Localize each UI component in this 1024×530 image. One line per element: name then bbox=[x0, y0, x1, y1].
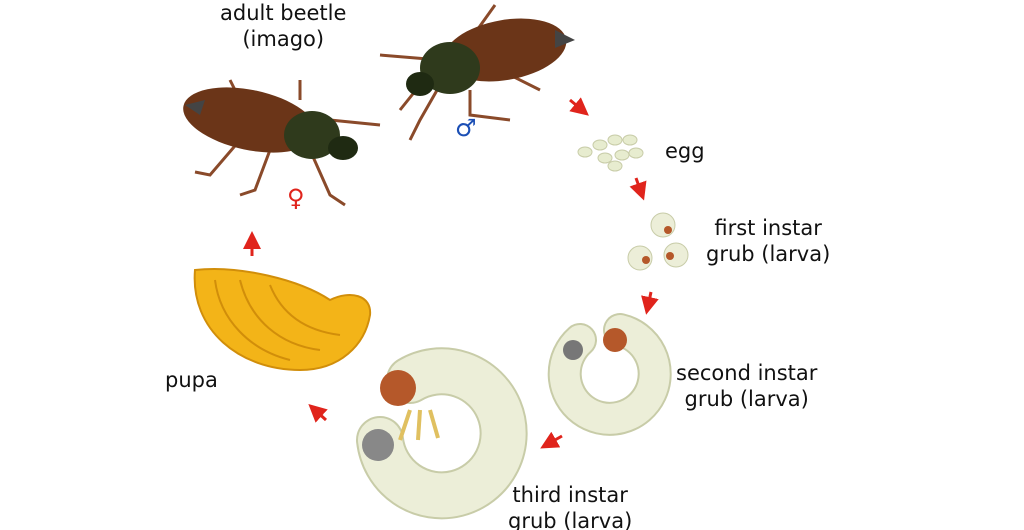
first-instar-grub-image bbox=[627, 212, 689, 271]
label-second-line2: grub (larva) bbox=[684, 387, 809, 411]
label-adult-line1: adult beetle bbox=[220, 1, 347, 25]
label-first-instar: first instar grub (larva) bbox=[706, 215, 830, 267]
label-third-line1: third instar bbox=[512, 483, 628, 507]
eggs-image bbox=[577, 134, 644, 172]
cycle-arrows bbox=[243, 97, 659, 449]
arrow-adult-to-egg bbox=[569, 97, 589, 116]
arrow-egg-to-first bbox=[629, 177, 647, 201]
male-symbol: ♂ bbox=[455, 114, 477, 142]
female-beetle-image bbox=[183, 79, 381, 207]
pupa-image bbox=[193, 268, 372, 372]
label-second-line1: second instar bbox=[676, 361, 818, 385]
second-instar-grub-image bbox=[547, 313, 672, 436]
female-symbol: ♀ bbox=[287, 184, 305, 212]
male-beetle-image bbox=[379, 4, 575, 141]
label-pupa: pupa bbox=[165, 368, 218, 392]
third-instar-grub-image bbox=[356, 347, 528, 520]
label-second-instar: second instar grub (larva) bbox=[676, 360, 817, 412]
label-egg: egg bbox=[665, 139, 705, 163]
arrow-first-to-second bbox=[641, 291, 659, 315]
arrow-second-to-third bbox=[540, 431, 563, 449]
arrow-third-to-pupa bbox=[308, 403, 328, 423]
label-first-line1: first instar bbox=[714, 216, 822, 240]
label-adult-line2: (imago) bbox=[242, 27, 325, 51]
label-third-line2: grub (larva) bbox=[508, 509, 633, 530]
label-first-line2: grub (larva) bbox=[706, 242, 831, 266]
label-adult-beetle: adult beetle (imago) bbox=[220, 0, 346, 52]
label-third-instar: third instar grub (larva) bbox=[508, 482, 632, 530]
